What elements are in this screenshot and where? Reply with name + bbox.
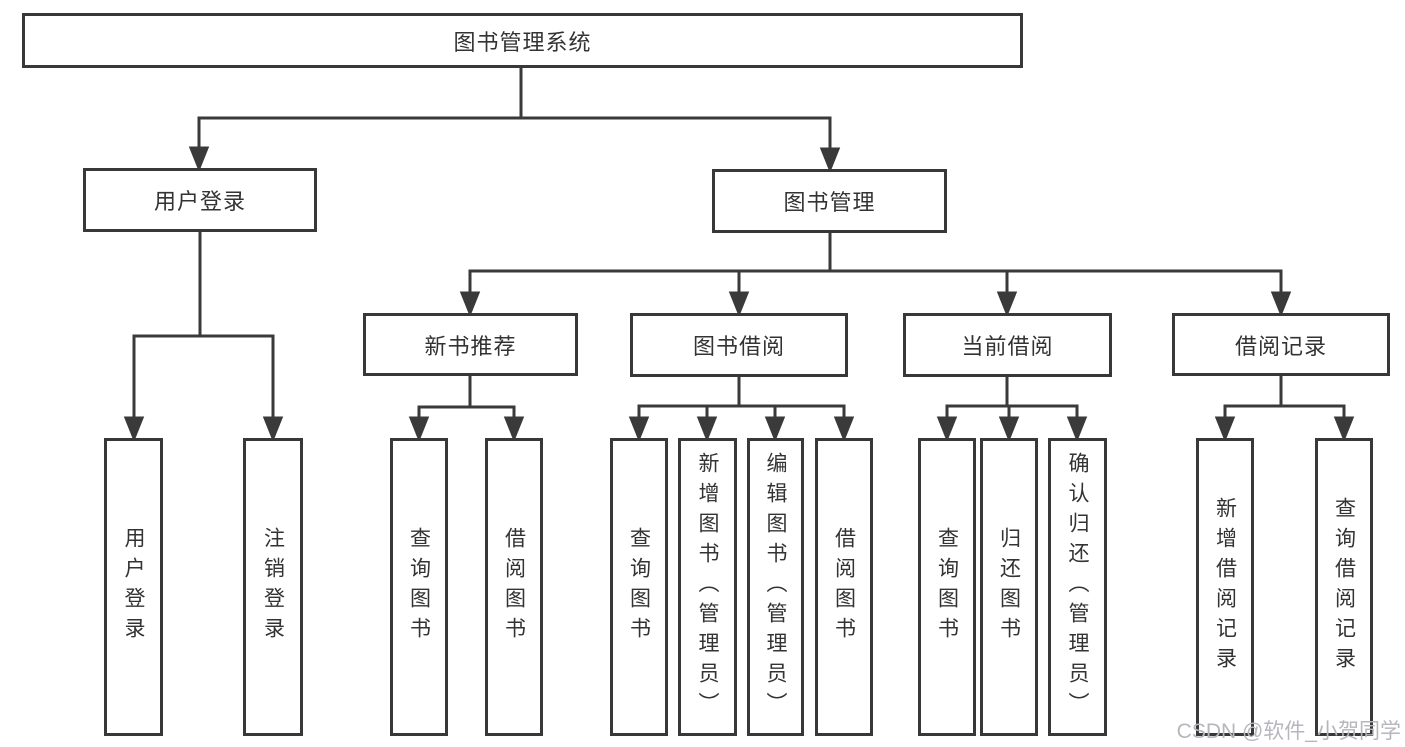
- leaf-query-borrow-record: 查询借阅记录: [1315, 438, 1373, 736]
- node-current-borrowing: 当前借阅: [903, 313, 1112, 377]
- leaf-logout: 注销登录: [243, 438, 303, 736]
- node-root-label: 图书管理系统: [453, 29, 592, 55]
- node-user-login-label: 用户登录: [153, 189, 246, 214]
- leaf-query-borrow-record-label: 查询借阅记录: [1332, 497, 1356, 677]
- node-book-management-label: 图书管理: [783, 190, 876, 215]
- node-borrow-records-label: 借阅记录: [1234, 333, 1327, 359]
- leaf-current-query-book: 查询图书: [918, 438, 976, 736]
- node-book-borrowing: 图书借阅: [630, 313, 848, 377]
- leaf-borrowing-query-book-label: 查询图书: [627, 527, 651, 647]
- leaf-return-book: 归还图书: [980, 438, 1038, 736]
- leaf-confirm-return-admin: 确认归还（管理员）: [1048, 438, 1107, 736]
- node-book-borrowing-label: 图书借阅: [692, 334, 785, 359]
- leaf-edit-book-admin-label: 编辑图书（管理员）: [764, 452, 787, 722]
- node-root: 图书管理系统: [22, 13, 1023, 68]
- leaf-logout-label: 注销登录: [261, 527, 285, 647]
- leaf-add-borrow-record-label: 新增借阅记录: [1213, 497, 1237, 677]
- node-new-book-recommend: 新书推荐: [363, 313, 578, 376]
- leaf-add-book-admin: 新增图书（管理员）: [678, 438, 737, 736]
- leaf-confirm-return-admin-label: 确认归还（管理员）: [1066, 452, 1089, 722]
- leaf-borrowing-query-book: 查询图书: [610, 438, 668, 736]
- leaf-add-borrow-record: 新增借阅记录: [1196, 438, 1254, 736]
- leaf-user-login-label: 用户登录: [122, 527, 145, 647]
- leaf-user-login: 用户登录: [104, 438, 163, 736]
- leaf-recommend-borrow-book: 借阅图书: [485, 438, 543, 736]
- leaf-recommend-query-book: 查询图书: [390, 438, 448, 736]
- leaf-recommend-borrow-book-label: 借阅图书: [502, 527, 526, 647]
- csdn-watermark: CSDN @软件_小贺同学: [1176, 720, 1401, 743]
- node-new-book-recommend-label: 新书推荐: [424, 333, 517, 359]
- node-borrow-records: 借阅记录: [1172, 313, 1390, 376]
- leaf-borrowing-borrow-book-label: 借阅图书: [832, 527, 856, 647]
- leaf-edit-book-admin: 编辑图书（管理员）: [747, 438, 804, 736]
- leaf-current-query-book-label: 查询图书: [935, 527, 959, 647]
- leaf-return-book-label: 归还图书: [997, 527, 1021, 647]
- leaf-add-book-admin-label: 新增图书（管理员）: [696, 452, 719, 722]
- node-current-borrowing-label: 当前借阅: [961, 334, 1054, 359]
- node-user-login: 用户登录: [83, 168, 317, 232]
- leaf-borrowing-borrow-book: 借阅图书: [815, 438, 873, 736]
- node-book-management: 图书管理: [712, 169, 947, 233]
- leaf-recommend-query-book-label: 查询图书: [407, 527, 431, 647]
